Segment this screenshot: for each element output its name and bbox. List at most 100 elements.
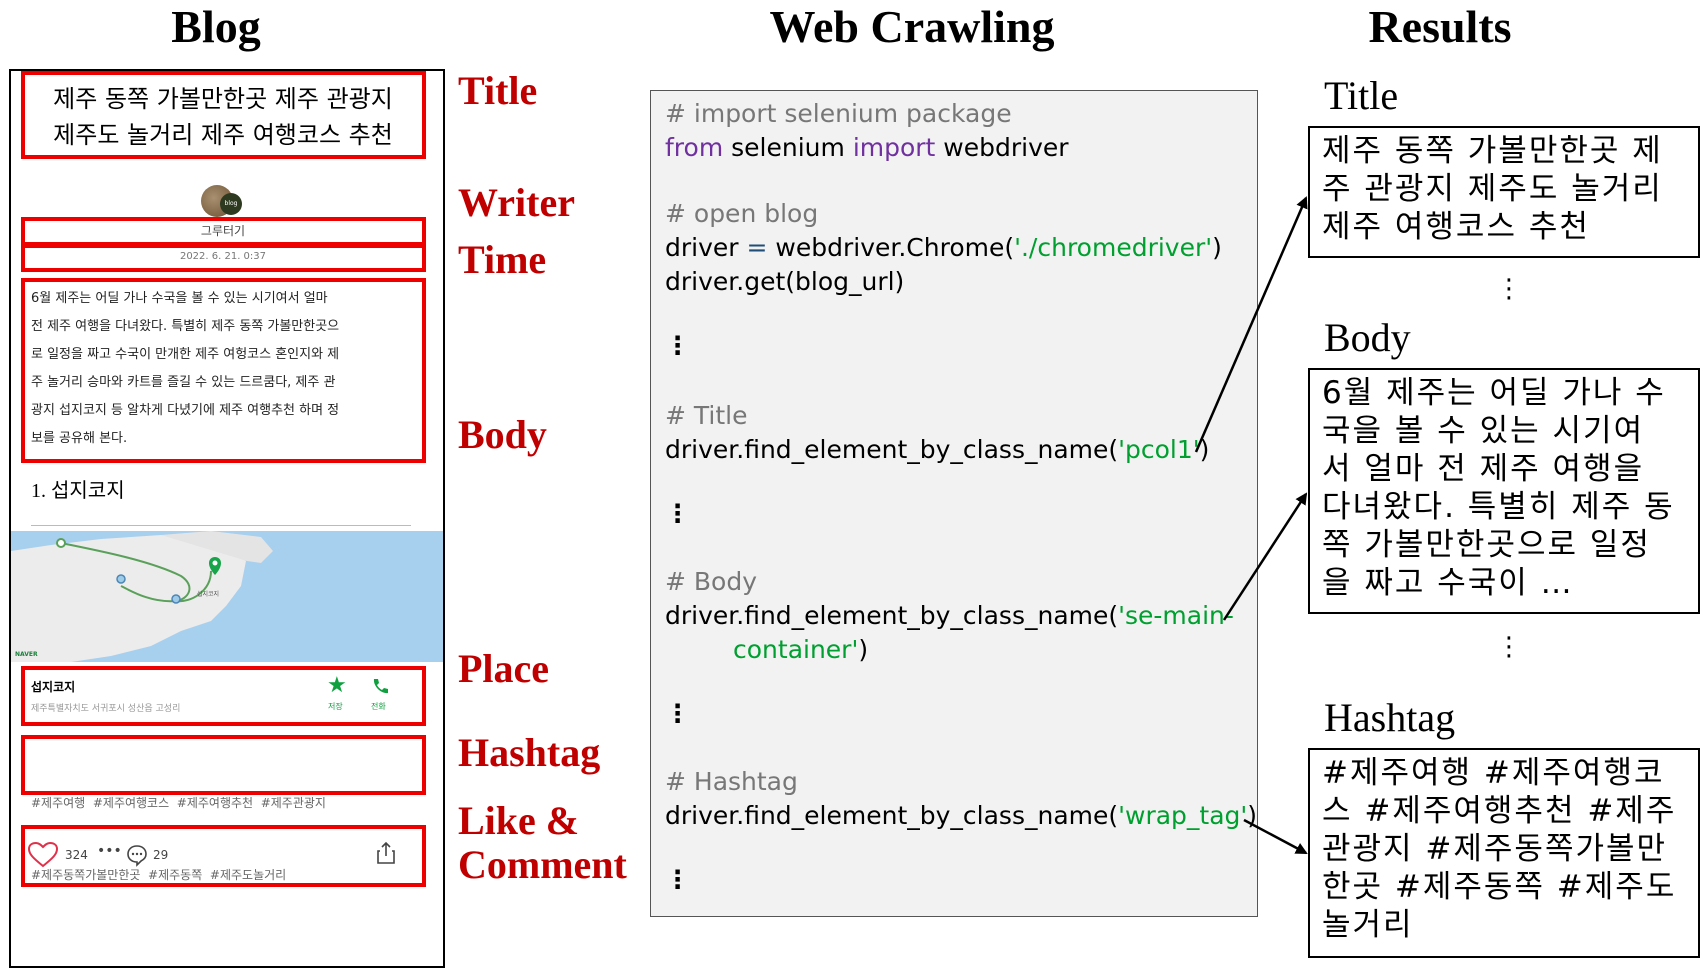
code-string: 'wrap_tag' <box>1118 801 1248 830</box>
title-highlight-box <box>21 71 426 159</box>
map-brand: NAVER <box>15 651 38 658</box>
body-highlight-box <box>21 278 426 463</box>
result-body-line: 다녀왔다. 특별히 제주 동 <box>1322 489 1675 525</box>
code-ellipsis: ⋮ <box>665 865 690 894</box>
like-count: 324 <box>65 848 88 862</box>
code-text: ) <box>858 635 869 664</box>
time-highlight-box <box>21 244 426 272</box>
label-hashtag: Hashtag <box>458 730 601 775</box>
result-ellipsis: ⋮ <box>1496 632 1522 662</box>
blog-body-line: 주 놀거리 승마와 카트를 즐길 수 있는 드르쿰다, 제주 관 <box>31 375 336 390</box>
blog-hashtag-line: #제주여행 #제주여행코스 #제주여행추천 #제주관광지 <box>31 796 326 810</box>
like-comment-highlight-box <box>21 825 426 887</box>
blog-title-line: 제주도 놀거리 제주 여행코스 추천 <box>53 121 393 149</box>
code-line-body: driver.find_element_by_class_name('se-ma… <box>665 600 1234 632</box>
code-text: ) <box>1199 435 1210 464</box>
code-comment-import: # import selenium package <box>665 99 1012 128</box>
blog-hashtags: #제주여행 #제주여행코스 #제주여행추천 #제주관광지 #제주동쪽가볼만한곳 … <box>31 743 326 935</box>
section-heading: 1. 섭지코지 <box>31 480 125 502</box>
blog-body-line: 보를 공유해 본다. <box>31 431 128 446</box>
label-title: Title <box>458 68 538 113</box>
blog-body-line: 광지 섭지코지 등 알차게 다녔기에 제주 여행추천 하며 정 <box>31 403 340 418</box>
blog-body-line: 전 제주 여행을 다녀왔다. 특별히 제주 동쪽 가볼만한곳으 <box>31 319 340 334</box>
header-web-crawling: Web Crawling <box>769 1 1055 52</box>
result-body-line: 쪽 가볼만한곳으로 일정 <box>1322 527 1651 563</box>
result-ellipsis: ⋮ <box>1496 274 1522 304</box>
header-blog: Blog <box>171 1 261 52</box>
place-call-label: 전화 <box>371 702 386 711</box>
writer-name: 그루터기 <box>200 224 246 238</box>
result-hashtag-label: Hashtag <box>1324 695 1456 740</box>
code-text: driver.find_element_by_class_name( <box>665 601 1119 630</box>
result-body-line: 국을 볼 수 있는 시기여 <box>1322 413 1645 449</box>
code-string: './chromedriver' <box>1014 233 1213 262</box>
code-comment-title: # Title <box>665 401 748 430</box>
result-title-line: 주 관광지 제주도 놀거리 <box>1322 171 1663 207</box>
code-comment-hashtag: # Hashtag <box>665 767 798 796</box>
code-string: 'se-main- <box>1118 601 1234 630</box>
star-icon[interactable]: ★ <box>327 673 347 698</box>
result-hashtag-line: 관광지 #제주동쪽가볼만 <box>1322 831 1668 867</box>
result-title-label: Title <box>1324 73 1399 118</box>
map[interactable]: 섭지코지 NAVER <box>11 531 443 662</box>
divider <box>31 525 411 526</box>
code-line-body-cont: container') <box>733 634 868 666</box>
label-like: Like & <box>458 798 580 843</box>
code-string: 'pcol1' <box>1118 435 1200 464</box>
place-name: 섭지코지 <box>31 680 76 694</box>
code-line-import: from selenium import webdriver <box>665 132 1069 164</box>
blog-phone-screenshot: 제주 동쪽 가볼만한곳 제주 관광지 제주도 놀거리 제주 여행코스 추천 bl… <box>9 69 445 968</box>
code-text: webdriver.Chrome( <box>767 233 1015 262</box>
blog-badge: blog <box>220 193 242 215</box>
blog-body-line: 로 일정을 짜고 수국이 만개한 제주 여헝코스 혼인지와 제 <box>31 347 340 362</box>
header-results: Results <box>1368 1 1512 52</box>
result-hashtag-line: 한곳 #제주동쪽 #제주도 <box>1322 869 1677 905</box>
blog-body-line: 6월 제주는 어딜 가나 수국을 볼 수 있는 시기여서 얼마 <box>31 291 328 306</box>
code-line-hashtag: driver.find_element_by_class_name('wrap_… <box>665 800 1257 832</box>
result-title-box: 제주 동쪽 가볼만한곳 제 주 관광지 제주도 놀거리 제주 여행코스 추천 <box>1308 126 1700 258</box>
label-time: Time <box>458 237 547 282</box>
blog-body: 6월 제주는 어딜 가나 수국을 볼 수 있는 시기여서 얼마 전 제주 여행을… <box>31 285 421 453</box>
code-ellipsis: ⋮ <box>665 699 690 728</box>
code-text: ) <box>1247 801 1258 830</box>
code-text: driver <box>665 233 747 262</box>
result-body-label: Body <box>1324 315 1411 360</box>
place-save-label: 저장 <box>328 702 343 711</box>
code-text: driver.find_element_by_class_name( <box>665 435 1119 464</box>
blog-title: 제주 동쪽 가볼만한곳 제주 관광지 제주도 놀거리 제주 여행코스 추천 <box>25 81 421 153</box>
code-text: selenium <box>723 133 853 162</box>
code-ellipsis: ⋮ <box>665 331 690 360</box>
label-body: Body <box>458 412 547 457</box>
code-line-get: driver.get(blog_url) <box>665 267 905 296</box>
result-hashtag-line: 놀거리 <box>1322 907 1414 943</box>
code-comment-open: # open blog <box>665 199 819 228</box>
map-graphic <box>11 531 443 662</box>
result-hashtag-line: 스 #제주여행추천 #제주 <box>1322 793 1677 829</box>
code-ellipsis: ⋮ <box>665 499 690 528</box>
blog-title-line: 제주 동쪽 가볼만한곳 제주 관광지 <box>53 85 393 113</box>
blog-hashtag-line: #제주동쪽가볼만한곳 #제주동쪽 #제주도놀거리 <box>31 868 287 882</box>
code-text: driver.find_element_by_class_name( <box>665 801 1119 830</box>
result-body-line: 을 짜고 수국이 … <box>1322 565 1574 601</box>
result-title-line: 제주 여행코스 추천 <box>1322 209 1590 245</box>
label-comment: Comment <box>458 842 627 887</box>
code-line-driver: driver = webdriver.Chrome('./chromedrive… <box>665 232 1222 264</box>
code-string: container' <box>733 635 859 664</box>
code-keyword: from <box>665 133 724 162</box>
result-body-box: 6월 제주는 어딜 가나 수 국을 볼 수 있는 시기여 서 얼마 전 제주 여… <box>1308 368 1700 614</box>
place-highlight-box <box>21 666 426 726</box>
result-body-line: 서 얼마 전 제주 여행을 <box>1322 451 1645 487</box>
code-panel <box>650 90 1258 917</box>
label-place: Place <box>458 646 550 691</box>
hashtag-highlight-box <box>21 735 426 795</box>
code-operator: = <box>746 233 768 262</box>
comment-count: 29 <box>153 848 169 862</box>
result-title-line: 제주 동쪽 가볼만한곳 제 <box>1322 133 1663 169</box>
result-body-line: 6월 제주는 어딜 가나 수 <box>1322 375 1666 411</box>
more-icon[interactable]: ••• <box>97 843 122 859</box>
code-text: webdriver <box>935 133 1069 162</box>
code-text: ) <box>1212 233 1222 262</box>
label-writer: Writer <box>458 180 575 225</box>
code-comment-body: # Body <box>665 567 758 596</box>
code-line-title: driver.find_element_by_class_name('pcol1… <box>665 434 1209 466</box>
